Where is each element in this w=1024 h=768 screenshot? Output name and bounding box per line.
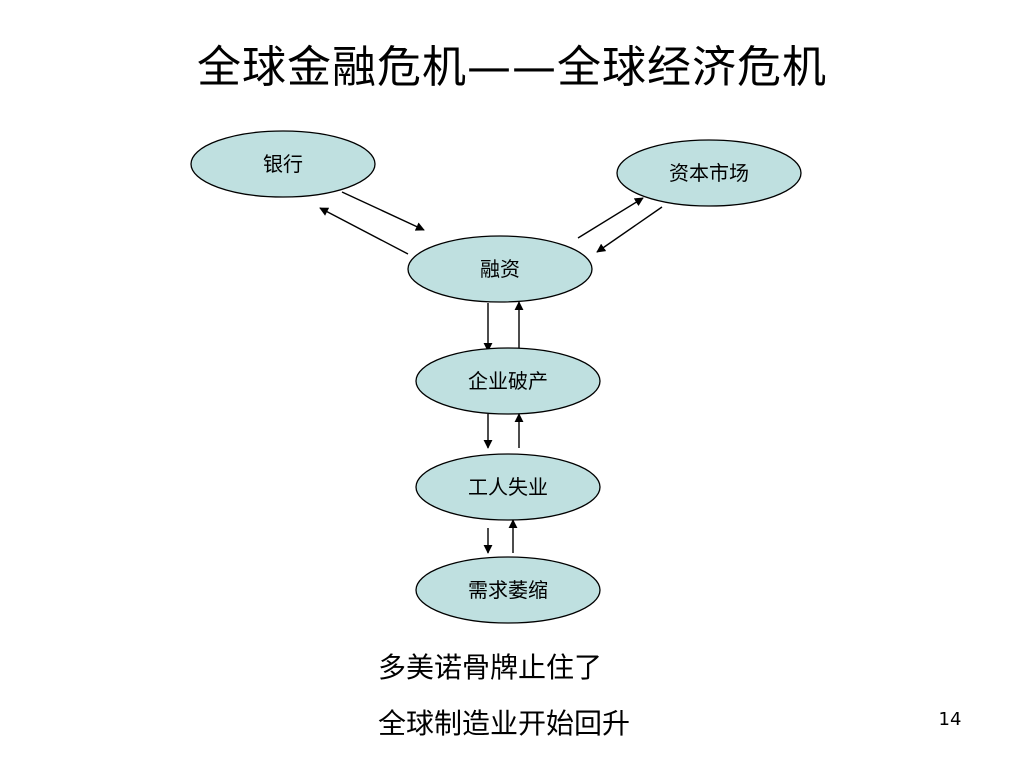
page-number: 14 bbox=[938, 709, 962, 730]
node-financing: 融资 bbox=[407, 235, 593, 303]
node-bank-label: 银行 bbox=[263, 152, 303, 176]
node-bankruptcy-label: 企业破产 bbox=[468, 369, 548, 393]
node-demand-shrink: 需求萎缩 bbox=[415, 556, 601, 624]
arrow-financing-to-bank bbox=[319, 207, 409, 255]
node-capital-market: 资本市场 bbox=[616, 139, 802, 207]
node-demand-shrink-label: 需求萎缩 bbox=[468, 578, 548, 602]
arrow-financing-to-capital-market bbox=[577, 197, 644, 239]
node-bank: 银行 bbox=[190, 130, 376, 198]
slide-title: 全球金融危机——全球经济危机 bbox=[197, 42, 827, 93]
arrow-capital-market-to-financing bbox=[596, 206, 663, 253]
node-capital-market-label: 资本市场 bbox=[669, 161, 749, 185]
arrow-bank-to-financing bbox=[341, 191, 425, 231]
caption-line-1: 多美诺骨牌止住了 bbox=[378, 651, 603, 684]
node-unemployment: 工人失业 bbox=[415, 453, 601, 521]
node-unemployment-label: 工人失业 bbox=[468, 475, 548, 499]
node-bankruptcy: 企业破产 bbox=[415, 347, 601, 415]
caption-line-2: 全球制造业开始回升 bbox=[378, 707, 631, 740]
node-financing-label: 融资 bbox=[480, 257, 520, 281]
